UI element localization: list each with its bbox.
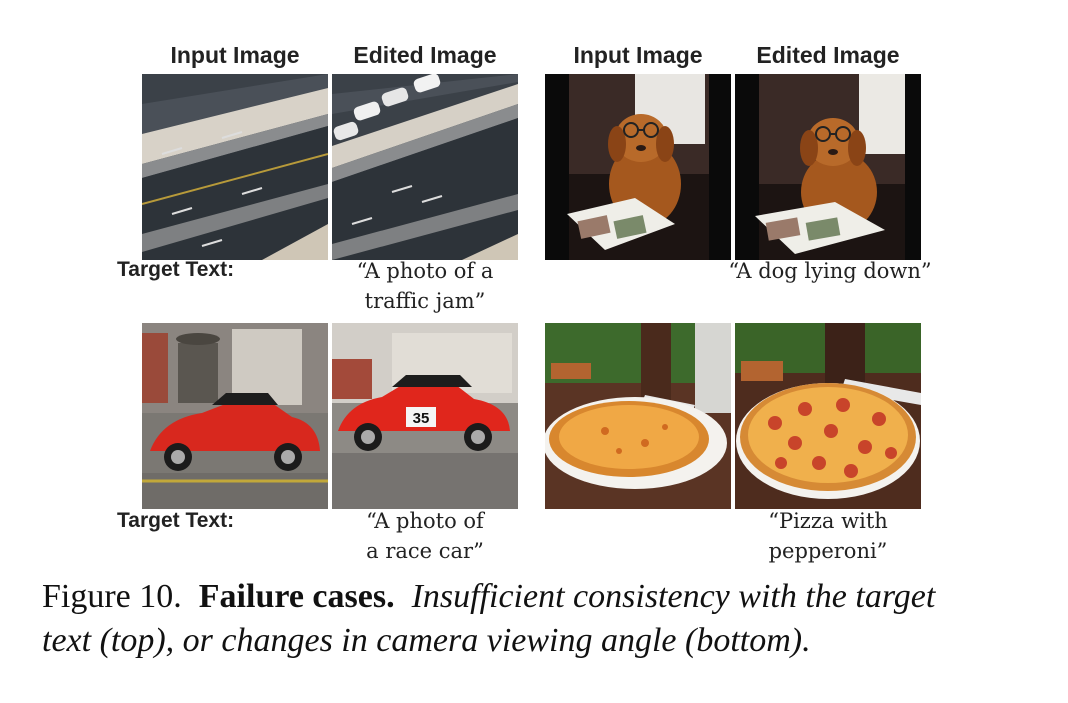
pizza-edited-image (735, 323, 921, 509)
header-left-edited: Edited Image (353, 42, 497, 68)
caption-bold: Failure cases. (198, 578, 395, 615)
car-input-image (142, 323, 328, 509)
caption-line-1: Figure 10. Failure cases. Insufficient c… (42, 575, 1042, 619)
race-number: 35 (413, 410, 430, 427)
header-right-input: Input Image (573, 42, 703, 68)
caption-prefix: Figure 10. (42, 578, 182, 615)
pizza-input-image (545, 323, 731, 509)
target-text-race-car-line-1: “A photo of (366, 509, 484, 533)
target-text-label: Target Text: (117, 509, 235, 532)
dog-edited-image (735, 74, 921, 260)
target-text-pepperoni-line-2: pepperoni” (768, 539, 888, 563)
highway-input-image (142, 74, 328, 260)
highway-edited-image (332, 74, 518, 260)
target-text-dog-lying-down: “A dog lying down” (728, 259, 932, 283)
car-edited-image: 35 (332, 323, 518, 509)
target-text-race-car-line-2: a race car” (366, 539, 484, 563)
dog-input-image (545, 74, 731, 260)
target-text-pepperoni-line-1: “Pizza with (768, 509, 888, 533)
target-text-traffic-jam-line-2: traffic jam” (364, 289, 486, 313)
figure-caption: Figure 10. Failure cases. Insufficient c… (42, 575, 1042, 663)
target-text-label: Target Text: (117, 258, 235, 281)
caption-line-2: text (top), or changes in camera viewing… (42, 619, 1042, 663)
caption-italic-1: Insufficient consistency with the target (411, 578, 936, 615)
header-left-input: Input Image (170, 42, 300, 68)
target-text-traffic-jam-line-1: “A photo of a (356, 259, 494, 283)
caption-italic-2: text (top), or changes in camera viewing… (42, 622, 811, 659)
header-right-edited: Edited Image (756, 42, 900, 68)
